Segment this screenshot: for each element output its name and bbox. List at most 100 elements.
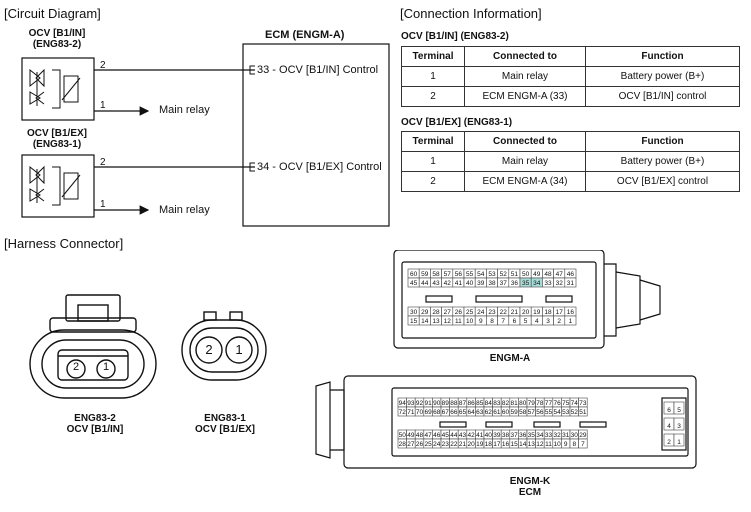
- pin-number: 60: [502, 409, 510, 416]
- pin-number: 2: [667, 439, 671, 446]
- pin-number: 89: [442, 400, 450, 407]
- table-row: 1 Main relay Battery power (B+): [401, 151, 740, 172]
- ocv-in-box: [21, 57, 95, 121]
- pin-number: 45: [442, 432, 450, 439]
- pin-number: 35: [522, 280, 530, 287]
- header-terminal: Terminal: [401, 46, 465, 67]
- pin-number: 34: [536, 432, 544, 439]
- pin-number: 14: [519, 441, 527, 448]
- pin-number: 18: [544, 309, 552, 316]
- pin-number: 79: [528, 400, 536, 407]
- connection-table-ex: Terminal Connected to Function 1 Main re…: [401, 131, 740, 192]
- pin-number: 83: [493, 400, 501, 407]
- header-connected-to: Connected to: [464, 46, 586, 67]
- pin-cavity: [673, 417, 685, 431]
- circuit-diagram-title: [Circuit Diagram]: [4, 6, 101, 21]
- pin-number: 41: [455, 280, 463, 287]
- pin-number: 86: [467, 400, 475, 407]
- pin-number: 82: [502, 400, 510, 407]
- table-header-row: Terminal Connected to Function: [401, 46, 740, 67]
- pin-number: 17: [493, 441, 501, 448]
- pin-number: 71: [407, 409, 415, 416]
- pin-number: 65: [459, 409, 467, 416]
- pin-number: 32: [556, 280, 564, 287]
- pin-number: 81: [510, 400, 518, 407]
- pin-number: 12: [536, 441, 544, 448]
- pin-number: 70: [416, 409, 424, 416]
- pin-number: 85: [476, 400, 484, 407]
- pin-number: 11: [455, 318, 462, 325]
- pin-number: 39: [493, 432, 501, 439]
- ocv-in-pin-1: 1: [100, 100, 106, 111]
- pin-number: 11: [545, 441, 552, 448]
- eng83-2-connector: [29, 294, 157, 399]
- pin-number: 61: [493, 409, 501, 416]
- ecm-title: ECM (ENGM-A): [265, 29, 345, 41]
- cell-terminal: 2: [401, 86, 465, 107]
- pin-number: 47: [556, 271, 564, 278]
- pin-number: 38: [488, 280, 496, 287]
- pin-number: 43: [459, 432, 467, 439]
- pin-number: 29: [579, 432, 587, 439]
- pin-number: 14: [421, 318, 429, 325]
- pin-number: 33: [544, 280, 552, 287]
- cell-terminal: 1: [401, 151, 465, 172]
- engm-a-label: ENGM-A: [489, 353, 531, 364]
- pin-number: 22: [500, 309, 508, 316]
- pin-number: 30: [410, 309, 418, 316]
- engm-k-sub: ECM: [518, 487, 542, 498]
- engm-k-connector: [315, 375, 697, 469]
- pin-number: 16: [567, 309, 575, 316]
- pin-number: 78: [536, 400, 544, 407]
- pin-cavity: [564, 315, 577, 326]
- pin-number: 3: [546, 318, 550, 325]
- pin-number: 18: [485, 441, 493, 448]
- connection-table-in: Terminal Connected to Function 1 Main re…: [401, 46, 740, 107]
- header-terminal: Terminal: [401, 131, 465, 152]
- pin-number: 34: [533, 280, 541, 287]
- pin-number: 53: [562, 409, 570, 416]
- ocv-in-title: OCV [B1/IN]: [28, 28, 86, 39]
- ocv-in-valve-symbol: [29, 68, 81, 109]
- header-function: Function: [585, 46, 740, 67]
- pin-number: 36: [511, 280, 519, 287]
- engm-a-connector: [393, 250, 661, 349]
- circuit-diagram: [21, 43, 390, 227]
- pin-number: 59: [421, 271, 429, 278]
- pin-number: 57: [528, 409, 536, 416]
- pin-number: 94: [399, 400, 407, 407]
- pin-number: 66: [450, 409, 458, 416]
- eng83-2-label: ENG83-2 OCV [B1/IN]: [40, 413, 150, 435]
- pin-number: 17: [556, 309, 564, 316]
- eng83-1-label: ENG83-1 OCV [B1/EX]: [170, 413, 280, 435]
- cell-function: Battery power (B+): [585, 66, 740, 87]
- eng83-1-connector: [181, 311, 267, 381]
- pin-number: 23: [442, 441, 450, 448]
- pin-number: 43: [432, 280, 440, 287]
- pin-number: 8: [490, 318, 494, 325]
- pin-number: 55: [545, 409, 553, 416]
- cell-terminal: 1: [401, 66, 465, 87]
- pin-number: 56: [536, 409, 544, 416]
- pin-number: 6: [667, 407, 671, 414]
- pin-number: 4: [535, 318, 539, 325]
- pin-number: 19: [533, 309, 541, 316]
- pin-number: 27: [444, 309, 452, 316]
- ocv-in-pin-2: 2: [100, 60, 106, 71]
- pin-number: 13: [528, 441, 536, 448]
- cell-connected-to: Main relay: [464, 66, 586, 87]
- pin-number: 84: [485, 400, 493, 407]
- pin-number: 5: [677, 407, 681, 414]
- pin-number: 45: [410, 280, 418, 287]
- pin-number: 19: [476, 441, 484, 448]
- pin-number: 48: [416, 432, 424, 439]
- pin-number: 2: [557, 318, 561, 325]
- pin-number: 25: [424, 441, 432, 448]
- table-row: 1 Main relay Battery power (B+): [401, 66, 740, 87]
- pin-number: 53: [488, 271, 496, 278]
- pin-number: 8: [572, 441, 576, 448]
- pin-cavity: [578, 438, 588, 449]
- ocv-ex-label: OCV [B1/EX] (ENG83-1): [18, 128, 96, 150]
